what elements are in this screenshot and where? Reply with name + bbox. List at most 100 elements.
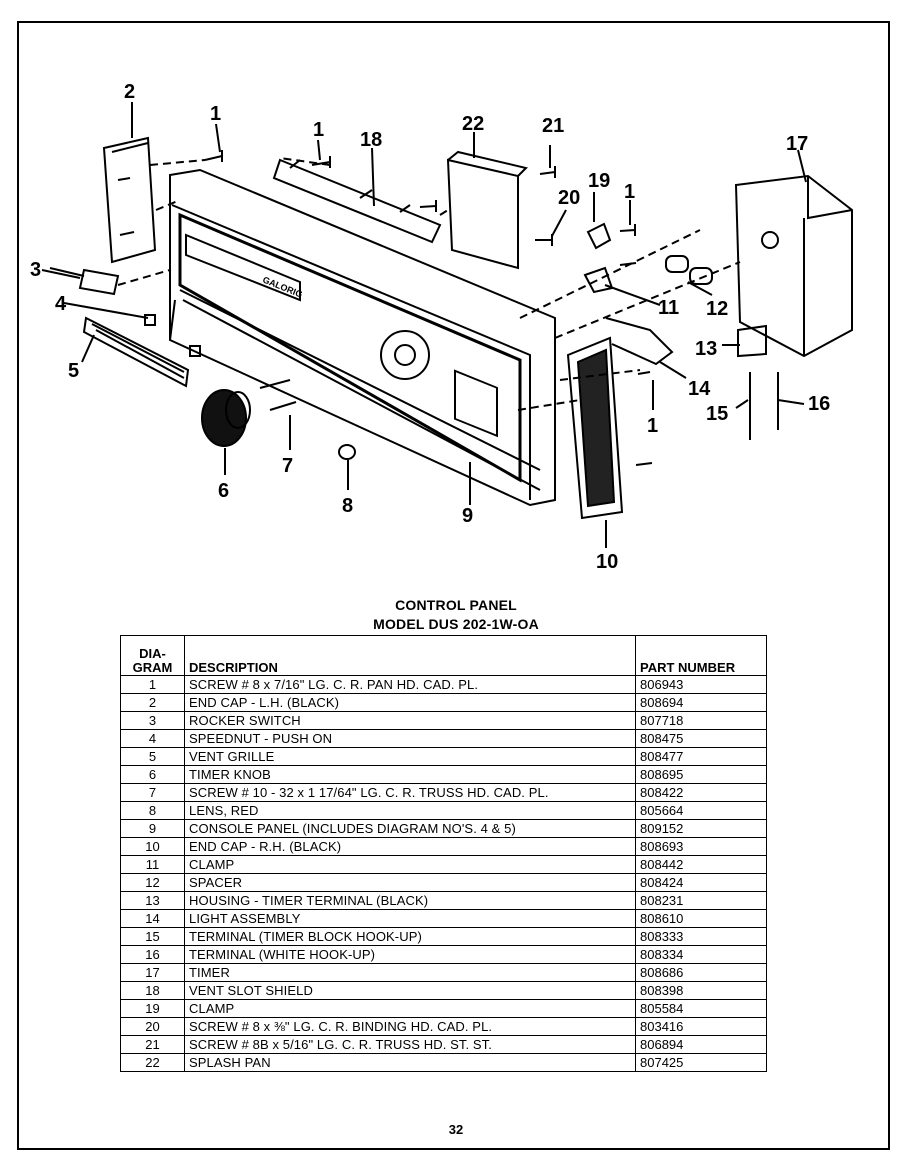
svg-text:1: 1 bbox=[647, 415, 658, 437]
part-description: TERMINAL (TIMER BLOCK HOOK-UP) bbox=[184, 927, 636, 946]
svg-text:20: 20 bbox=[558, 187, 580, 209]
part-description: SPLASH PAN bbox=[184, 1053, 636, 1072]
part-number: 806894 bbox=[635, 1035, 767, 1054]
timer-dial bbox=[380, 330, 430, 380]
diagram-number: 22 bbox=[120, 1053, 185, 1072]
diagram-number: 20 bbox=[120, 1017, 185, 1036]
diagram-number: 15 bbox=[120, 927, 185, 946]
light-assembly bbox=[605, 317, 674, 366]
svg-text:7: 7 bbox=[282, 455, 293, 477]
svg-text:18: 18 bbox=[360, 129, 382, 151]
part-number: 808693 bbox=[635, 837, 767, 856]
end-cap-lh bbox=[102, 136, 157, 264]
page-number: 32 bbox=[448, 1122, 464, 1137]
part-description: TIMER bbox=[184, 963, 636, 982]
diagram-number: 7 bbox=[120, 783, 185, 802]
model-number: MODEL DUS 202-1W-OA bbox=[373, 616, 539, 632]
part-number: 808610 bbox=[635, 909, 767, 928]
vent-slot-shield bbox=[272, 158, 442, 244]
part-number: 808694 bbox=[635, 693, 767, 712]
svg-text:9: 9 bbox=[462, 505, 473, 527]
part-description: VENT GRILLE bbox=[184, 747, 636, 766]
diagram-number: 10 bbox=[120, 837, 185, 856]
svg-text:8: 8 bbox=[342, 495, 353, 517]
timer-terminal-housing bbox=[737, 324, 767, 358]
svg-text:1: 1 bbox=[624, 181, 635, 203]
svg-text:22: 22 bbox=[462, 113, 484, 135]
diagram-column-header: DIA-GRAM bbox=[120, 635, 185, 676]
svg-text:14: 14 bbox=[688, 378, 711, 400]
part-number: 808424 bbox=[635, 873, 767, 892]
spacer bbox=[665, 255, 689, 273]
svg-text:16: 16 bbox=[808, 393, 830, 415]
svg-text:17: 17 bbox=[786, 133, 808, 155]
lens bbox=[338, 444, 356, 460]
part-number: 808475 bbox=[635, 729, 767, 748]
part-number: 808334 bbox=[635, 945, 767, 964]
svg-text:21: 21 bbox=[542, 115, 564, 137]
part-description: ROCKER SWITCH bbox=[184, 711, 636, 730]
diagram-number: 9 bbox=[120, 819, 185, 838]
part-description: LIGHT ASSEMBLY bbox=[184, 909, 636, 928]
diagram-number: 14 bbox=[120, 909, 185, 928]
part-number: 807718 bbox=[635, 711, 767, 730]
svg-text:5: 5 bbox=[68, 360, 79, 382]
part-description: HOUSING - TIMER TERMINAL (BLACK) bbox=[184, 891, 636, 910]
diagram-title: CONTROL PANEL bbox=[395, 597, 517, 613]
diagram-number: 11 bbox=[120, 855, 185, 874]
table-header-row: DIA-GRAM DESCRIPTION PART NUMBER bbox=[120, 635, 767, 676]
part-number: 805584 bbox=[635, 999, 767, 1018]
description-column-header: DESCRIPTION bbox=[184, 635, 636, 676]
diagram-number: 1 bbox=[120, 675, 185, 694]
part-description: VENT SLOT SHIELD bbox=[184, 981, 636, 1000]
svg-text:2: 2 bbox=[124, 81, 135, 103]
part-number: 808398 bbox=[635, 981, 767, 1000]
svg-text:1: 1 bbox=[313, 119, 324, 141]
console-panel bbox=[169, 168, 556, 507]
svg-text:1: 1 bbox=[210, 103, 221, 125]
part-description: SPACER bbox=[184, 873, 636, 892]
part-number: 807425 bbox=[635, 1053, 767, 1072]
part-description: CLAMP bbox=[184, 855, 636, 874]
part-description: SCREW # 10 - 32 x 1 17/64" LG. C. R. TRU… bbox=[184, 783, 636, 802]
part-number: 808333 bbox=[635, 927, 767, 946]
page-frame bbox=[17, 21, 890, 1150]
part-number: 803416 bbox=[635, 1017, 767, 1036]
rocker-switch bbox=[78, 268, 120, 296]
diagram-number: 2 bbox=[120, 693, 185, 712]
diagram-number: 12 bbox=[120, 873, 185, 892]
svg-text:13: 13 bbox=[695, 338, 717, 360]
diagram-number: 16 bbox=[120, 945, 185, 964]
diagram-number: 4 bbox=[120, 729, 185, 748]
part-number: 808422 bbox=[635, 783, 767, 802]
part-description: TERMINAL (WHITE HOOK-UP) bbox=[184, 945, 636, 964]
part-description: SPEEDNUT - PUSH ON bbox=[184, 729, 636, 748]
splash-pan bbox=[446, 158, 519, 270]
clamp-11 bbox=[583, 266, 614, 294]
diagram-number: 3 bbox=[120, 711, 185, 730]
part-number: 809152 bbox=[635, 819, 767, 838]
diagram-number: 21 bbox=[120, 1035, 185, 1054]
svg-text:12: 12 bbox=[706, 298, 728, 320]
part-description: SCREW # 8B x 5/16" LG. C. R. TRUSS HD. S… bbox=[184, 1035, 636, 1054]
diagram-number: 19 bbox=[120, 999, 185, 1018]
